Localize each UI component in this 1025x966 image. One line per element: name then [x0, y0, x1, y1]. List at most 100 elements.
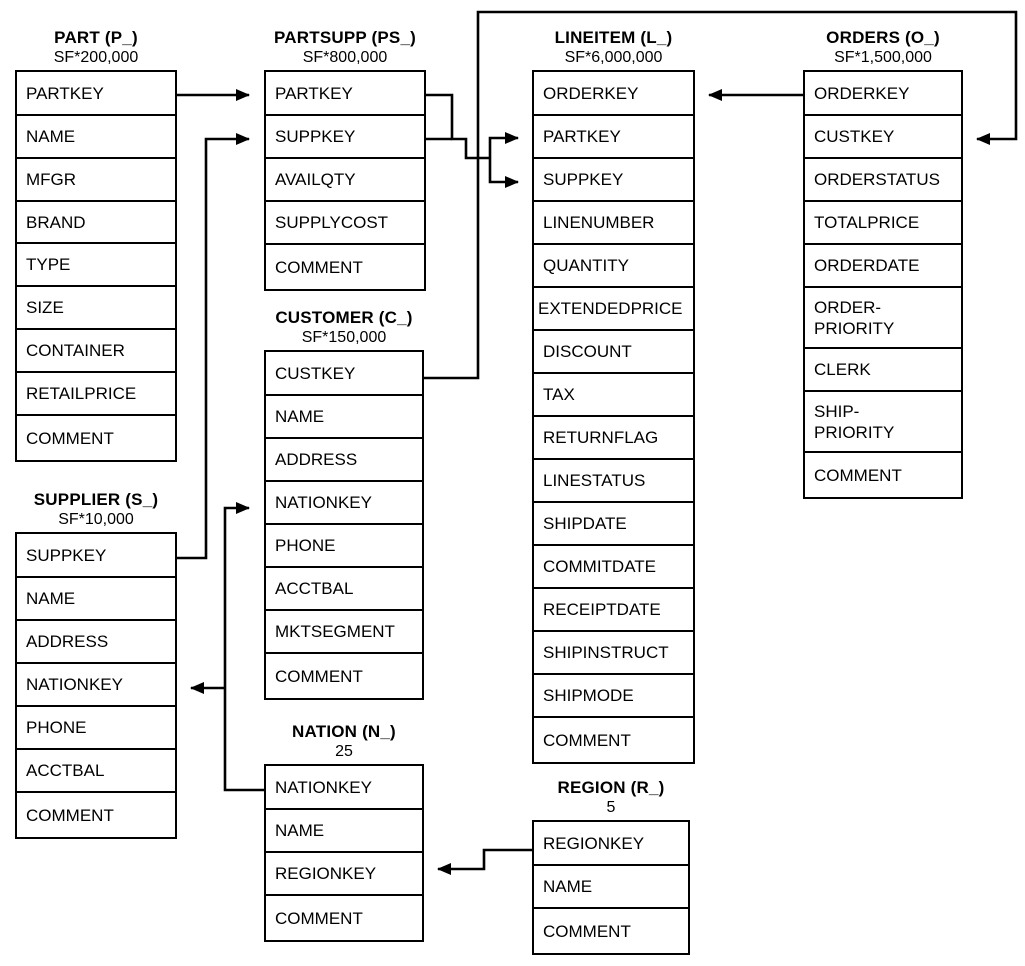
entity-region-title: REGION (R_): [557, 778, 665, 797]
field-lineitem-tax: TAX: [534, 374, 693, 417]
entity-nation-fieldbox: NATIONKEY NAME REGIONKEY COMMENT: [264, 764, 424, 942]
field-part-brand: BRAND: [17, 202, 175, 244]
field-part-comment: COMMENT: [17, 416, 175, 460]
field-lineitem-returnflag: RETURNFLAG: [534, 417, 693, 460]
field-lineitem-orderkey: ORDERKEY: [534, 72, 693, 116]
field-region-regionkey: REGIONKEY: [534, 822, 688, 866]
field-orders-orderstatus: ORDERSTATUS: [805, 159, 961, 202]
field-lineitem-linenumber: LINENUMBER: [534, 202, 693, 245]
field-supplier-name: NAME: [17, 578, 175, 621]
wire-nation-trunk: [223, 502, 264, 792]
field-lineitem-shipinstruct: SHIPINSTRUCT: [534, 632, 693, 675]
field-customer-custkey: CUSTKEY: [266, 352, 422, 396]
field-customer-phone: PHONE: [266, 525, 422, 568]
field-lineitem-shipdate: SHIPDATE: [534, 503, 693, 546]
entity-orders-cardinality: SF*1,500,000: [834, 49, 932, 66]
entity-customer: CUSTOMER (C_) SF*150,000 CUSTKEY NAME AD…: [264, 308, 424, 700]
entity-orders-title: ORDERS (O_): [826, 28, 940, 47]
wire-customer-orders: [424, 10, 1018, 380]
entity-lineitem-cardinality: SF*6,000,000: [564, 49, 663, 66]
field-partsupp-supplycost: SUPPLYCOST: [266, 202, 424, 245]
field-lineitem-linestatus: LINESTATUS: [534, 460, 693, 503]
field-nation-regionkey: REGIONKEY: [266, 853, 422, 896]
entity-partsupp-fieldbox: PARTKEY SUPPKEY AVAILQTY SUPPLYCOST COMM…: [264, 70, 426, 291]
field-supplier-address: ADDRESS: [17, 621, 175, 664]
field-supplier-comment: COMMENT: [17, 793, 175, 837]
field-part-type: TYPE: [17, 244, 175, 287]
field-orders-shippriority: SHIP- PRIORITY: [805, 392, 961, 453]
field-lineitem-suppkey: SUPPKEY: [534, 159, 693, 202]
field-customer-address: ADDRESS: [266, 439, 422, 482]
wire-lineitem-suppkey-branch: [488, 158, 519, 188]
field-part-name: NAME: [17, 116, 175, 159]
wire-partsupp-lineitem-trunk: [426, 93, 490, 160]
entity-part-cardinality: SF*200,000: [53, 49, 139, 66]
field-part-container: CONTAINER: [17, 330, 175, 373]
entity-nation: NATION (N_) 25 NATIONKEY NAME REGIONKEY …: [264, 722, 424, 942]
field-part-retailprice: RETAILPRICE: [17, 373, 175, 416]
field-supplier-acctbal: ACCTBAL: [17, 750, 175, 793]
field-region-name: NAME: [534, 866, 688, 909]
entity-lineitem-title: LINEITEM (L_): [554, 28, 673, 47]
field-part-mfgr: MFGR: [17, 159, 175, 202]
field-orders-comment: COMMENT: [805, 453, 961, 497]
field-nation-name: NAME: [266, 810, 422, 853]
field-partsupp-availqty: AVAILQTY: [266, 159, 424, 202]
wire-region-nation: [437, 848, 532, 875]
field-supplier-suppkey: SUPPKEY: [17, 534, 175, 578]
field-customer-acctbal: ACCTBAL: [266, 568, 422, 611]
entity-supplier: SUPPLIER (S_) SF*10,000 SUPPKEY NAME ADD…: [15, 490, 177, 839]
field-orders-clerk: CLERK: [805, 349, 961, 392]
field-customer-comment: COMMENT: [266, 654, 422, 698]
entity-supplier-fieldbox: SUPPKEY NAME ADDRESS NATIONKEY PHONE ACC…: [15, 532, 177, 839]
entity-part-title: PART (P_): [54, 28, 138, 47]
field-orders-orderkey: ORDERKEY: [805, 72, 961, 116]
field-orders-orderpriority: ORDER- PRIORITY: [805, 288, 961, 349]
wire-supplier-partsupp: [177, 133, 250, 560]
field-lineitem-extendedprice: EXTENDEDPRICE: [534, 288, 693, 331]
field-customer-mktsegment: MKTSEGMENT: [266, 611, 422, 654]
field-lineitem-receiptdate: RECEIPTDATE: [534, 589, 693, 632]
entity-region-cardinality: 5: [606, 799, 616, 816]
entity-orders: ORDERS (O_) SF*1,500,000 ORDERKEY CUSTKE…: [803, 28, 963, 499]
entity-nation-cardinality: 25: [335, 743, 353, 760]
field-orders-totalprice: TOTALPRICE: [805, 202, 961, 245]
field-partsupp-comment: COMMENT: [266, 245, 424, 289]
field-orders-custkey: CUSTKEY: [805, 116, 961, 159]
entity-part: PART (P_) SF*200,000 PARTKEY NAME MFGR B…: [15, 28, 177, 462]
entity-partsupp-cardinality: SF*800,000: [302, 49, 388, 66]
entity-region-fieldbox: REGIONKEY NAME COMMENT: [532, 820, 690, 955]
entity-supplier-title: SUPPLIER (S_): [33, 490, 159, 509]
field-lineitem-quantity: QUANTITY: [534, 245, 693, 288]
entity-partsupp: PARTSUPP (PS_) SF*800,000 PARTKEY SUPPKE…: [264, 28, 426, 291]
field-region-comment: COMMENT: [534, 909, 688, 953]
field-lineitem-partkey: PARTKEY: [534, 116, 693, 159]
entity-supplier-cardinality: SF*10,000: [58, 511, 134, 528]
entity-partsupp-title: PARTSUPP (PS_): [274, 28, 416, 47]
field-customer-name: NAME: [266, 396, 422, 439]
field-supplier-nationkey: NATIONKEY: [17, 664, 175, 707]
field-part-size: SIZE: [17, 287, 175, 330]
field-nation-comment: COMMENT: [266, 896, 422, 940]
field-orders-orderdate: ORDERDATE: [805, 245, 961, 288]
entity-customer-cardinality: SF*150,000: [301, 329, 387, 346]
field-part-partkey: PARTKEY: [17, 72, 175, 116]
field-customer-nationkey: NATIONKEY: [266, 482, 422, 525]
entity-customer-fieldbox: CUSTKEY NAME ADDRESS NATIONKEY PHONE ACC…: [264, 350, 424, 700]
wire-lineitem-partkey-branch: [488, 132, 519, 158]
field-partsupp-suppkey: SUPPKEY: [266, 116, 424, 159]
field-lineitem-discount: DISCOUNT: [534, 331, 693, 374]
entity-region: REGION (R_) 5 REGIONKEY NAME COMMENT: [532, 778, 690, 955]
entity-customer-title: CUSTOMER (C_): [275, 308, 413, 327]
entity-nation-title: NATION (N_): [292, 722, 396, 741]
field-lineitem-commitdate: COMMITDATE: [534, 546, 693, 589]
field-lineitem-comment: COMMENT: [534, 718, 693, 762]
field-lineitem-shipmode: SHIPMODE: [534, 675, 693, 718]
field-supplier-phone: PHONE: [17, 707, 175, 750]
field-nation-nationkey: NATIONKEY: [266, 766, 422, 810]
entity-part-fieldbox: PARTKEY NAME MFGR BRAND TYPE SIZE CONTAI…: [15, 70, 177, 462]
field-partsupp-partkey: PARTKEY: [266, 72, 424, 116]
entity-lineitem: LINEITEM (L_) SF*6,000,000 ORDERKEY PART…: [532, 28, 695, 764]
